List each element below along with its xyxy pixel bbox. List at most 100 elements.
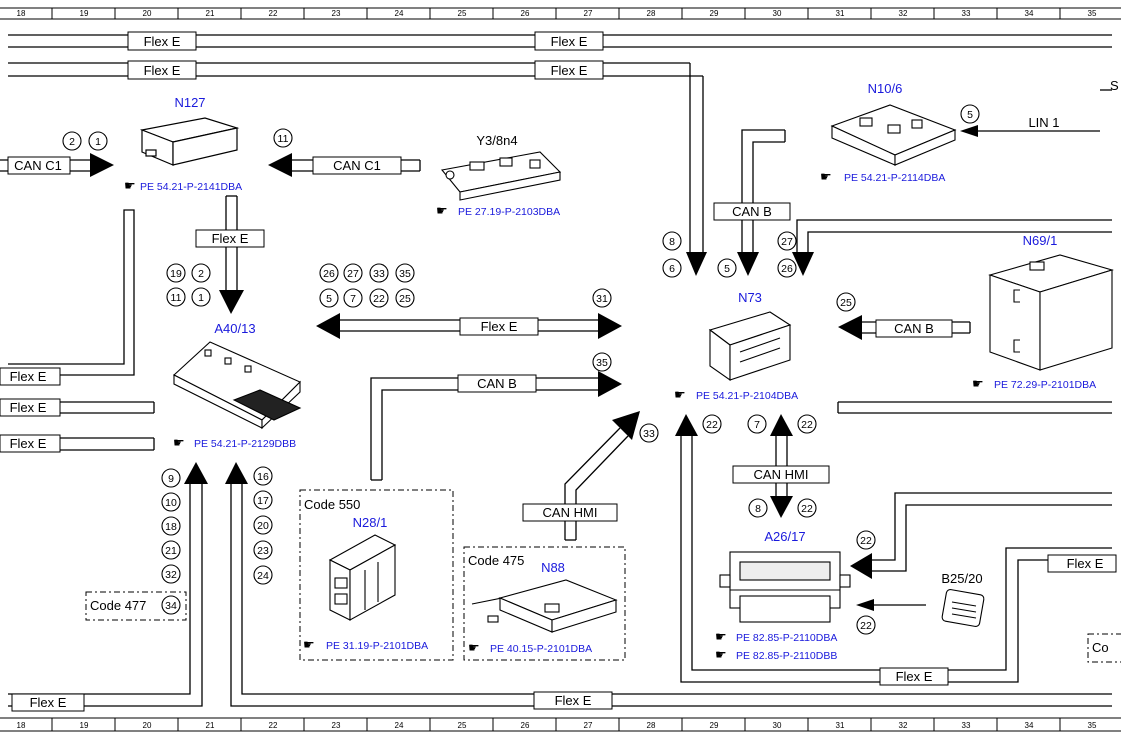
marker-label: 22 (801, 503, 813, 515)
marker-circle (166, 287, 186, 307)
marker-circle (273, 128, 293, 148)
can-hmi-label-1: CAN HMI (522, 411, 640, 522)
ruler-label: 29 (710, 721, 719, 730)
svg-text:PE 54.21-P-2129DBB: PE 54.21-P-2129DBB (194, 438, 296, 450)
svg-text:Flex E: Flex E (1067, 556, 1104, 571)
can-c1-right: CAN C1 (268, 153, 421, 177)
svg-text:☛: ☛ (468, 640, 480, 655)
code-box-edge: Co (1087, 633, 1121, 663)
marker-label: 6 (669, 263, 675, 275)
marker-label: 21 (165, 545, 177, 557)
ruler-label: 22 (269, 721, 278, 730)
marker-label: 5 (724, 263, 730, 275)
marker-label: 9 (168, 473, 174, 485)
svg-text:Flex E: Flex E (30, 695, 67, 710)
ruler-label: 34 (1025, 9, 1034, 18)
marker-circle (343, 263, 363, 283)
component-b25-20: B25/20 (856, 571, 985, 627)
svg-text:PE 82.85-P-2110DBB: PE 82.85-P-2110DBB (736, 650, 837, 662)
marker-circle (161, 492, 181, 512)
marker-circle (253, 490, 273, 510)
ruler-label: 22 (269, 9, 278, 18)
marker-label: 22 (373, 293, 385, 305)
marker-label: 2 (198, 268, 204, 280)
flex-e-label-7: Flex E (0, 434, 61, 453)
marker-circle (319, 288, 339, 308)
ruler-label: 31 (836, 721, 845, 730)
marker-label: 11 (171, 292, 182, 304)
component-y3-8n4: Y3/8n4 ☛ PE 27.19-P-2103DBA (436, 133, 562, 218)
flex-e-label-3: Flex E (127, 60, 197, 80)
svg-text:PE 54.21-P-2114DBA: PE 54.21-P-2114DBA (844, 172, 945, 184)
module-box-icon (988, 254, 1114, 371)
marker-circle (88, 131, 108, 151)
ruler-label: 23 (332, 9, 341, 18)
marker-label: 1 (95, 136, 101, 148)
flex-e-right-top (796, 219, 1112, 252)
can-b-label-2: CAN B (713, 202, 791, 276)
marker-circle (395, 288, 415, 308)
flex-e-label-11: Flex E (533, 691, 613, 710)
marker-circle (253, 466, 273, 486)
ruler-label: 25 (458, 721, 467, 730)
marker-circle (639, 423, 659, 443)
marker-circle (797, 414, 817, 434)
arrow-head (792, 252, 814, 276)
edge-text: S (1110, 78, 1119, 93)
marker-label: 8 (755, 503, 761, 515)
svg-text:Flex E: Flex E (555, 693, 592, 708)
marker-circle (253, 515, 273, 535)
marker-circle (161, 595, 181, 615)
svg-text:N127: N127 (174, 95, 205, 110)
can-b-n28 (370, 377, 600, 481)
svg-text:N69/1: N69/1 (1023, 233, 1058, 248)
ruler-label: 30 (773, 9, 782, 18)
marker-label: 33 (373, 268, 385, 280)
marker-label: 32 (165, 569, 177, 581)
module-icon (139, 117, 240, 166)
marker-circle (662, 258, 682, 278)
marker-circle (748, 498, 768, 518)
marker-label: 35 (596, 357, 608, 369)
sensor-icon (941, 589, 985, 627)
marker-circle (777, 258, 797, 278)
marker-circle (960, 104, 980, 124)
can-b-n69: CAN B (838, 315, 971, 340)
ruler-label: 24 (395, 721, 404, 730)
svg-text:Flex E: Flex E (144, 34, 181, 49)
svg-text:☛: ☛ (715, 629, 727, 644)
svg-text:Code 475: Code 475 (468, 553, 524, 568)
ruler-label: 29 (710, 9, 719, 18)
ruler-label: 20 (143, 721, 152, 730)
ruler-label: 20 (143, 9, 152, 18)
svg-text:CAN C1: CAN C1 (14, 158, 62, 173)
svg-text:Flex E: Flex E (212, 231, 249, 246)
marker-label: 33 (643, 428, 655, 440)
marker-label: 35 (399, 268, 411, 280)
marker-circle (702, 414, 722, 434)
marker-circle (253, 540, 273, 560)
ruler-label: 19 (80, 9, 89, 18)
flex-e-label-9: Flex E (1047, 554, 1117, 573)
svg-text:N10/6: N10/6 (868, 81, 903, 96)
svg-text:Y3/8n4: Y3/8n4 (476, 133, 517, 148)
valve-body-icon (440, 151, 562, 201)
ruler-label: 27 (584, 9, 593, 18)
svg-text:PE 54.21-P-2141DBA: PE 54.21-P-2141DBA (140, 181, 242, 193)
marker-circle (319, 263, 339, 283)
marker-label: 5 (326, 293, 332, 305)
marker-label: 20 (257, 520, 269, 532)
arrow-head (675, 414, 698, 436)
svg-text:Flex E: Flex E (551, 63, 588, 78)
svg-text:Co: Co (1092, 640, 1109, 655)
marker-label: 22 (860, 535, 872, 547)
marker-label: 11 (278, 133, 289, 145)
flex-e-label-6: Flex E (0, 398, 61, 417)
ruler-label: 35 (1088, 9, 1097, 18)
ruler-label: 33 (962, 9, 971, 18)
svg-text:CAN B: CAN B (732, 204, 772, 219)
ruler-label: 21 (206, 721, 215, 730)
marker-label: 5 (967, 109, 973, 121)
